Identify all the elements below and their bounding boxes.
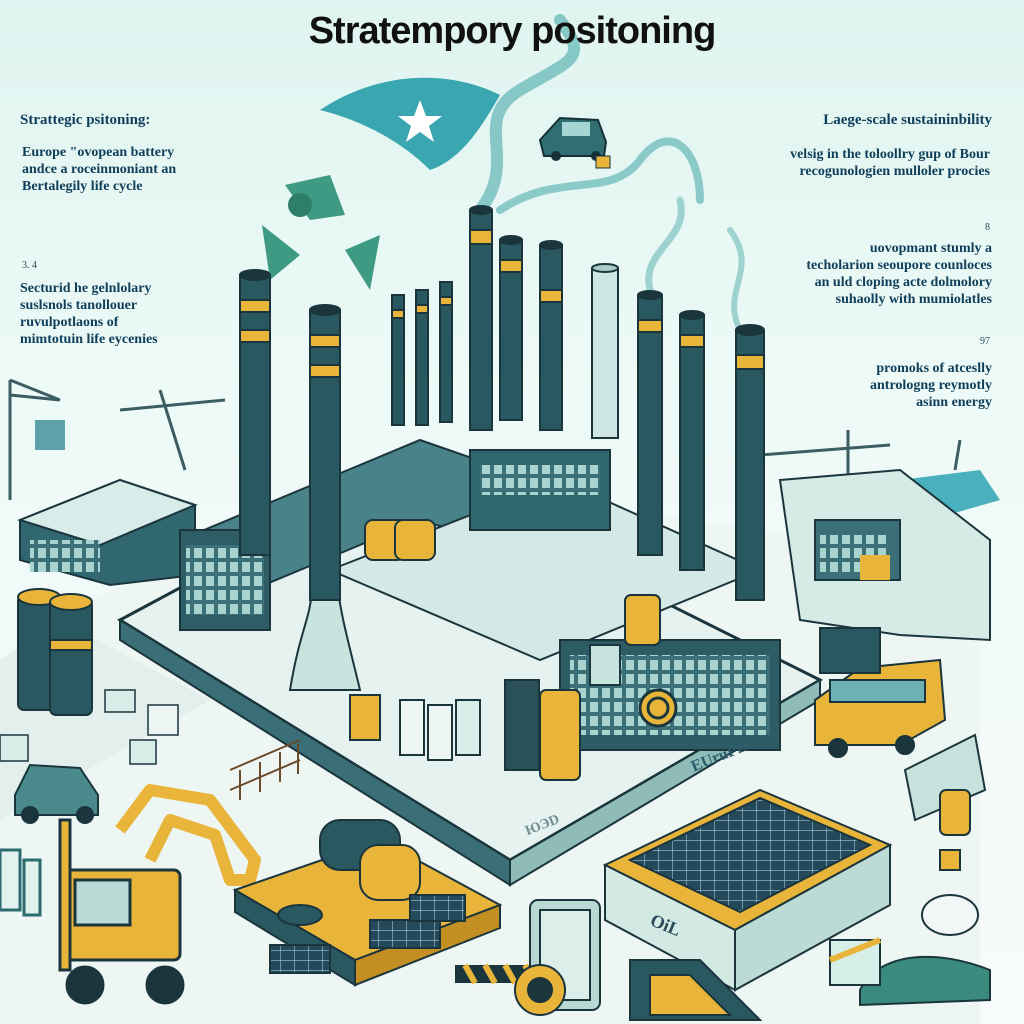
bus-icon	[814, 658, 947, 758]
right-buildings	[778, 468, 991, 642]
right-paragraph-2: uovopmant stumly a techolarion seoupore …	[806, 241, 992, 307]
info-display	[514, 899, 763, 1021]
storage-tanks	[349, 519, 661, 781]
smoke-plumes	[474, 14, 745, 333]
left-number: 3. 4	[22, 260, 37, 271]
right-batteries	[819, 627, 991, 1007]
hazard-stripe	[455, 963, 536, 985]
chimneys	[239, 205, 765, 601]
fence	[229, 739, 301, 800]
battery-icon	[17, 588, 93, 716]
car-icon-left	[14, 763, 99, 824]
left-paragraph-2: Secturid he gelnlolary suslsnols tanollo…	[20, 281, 158, 347]
crane-icon	[8, 378, 226, 500]
left-boxes	[0, 689, 179, 765]
plant-base	[116, 438, 824, 887]
star-icon	[320, 77, 500, 170]
solar-panel-icon	[602, 788, 893, 992]
left-frames	[0, 848, 42, 917]
right-number: 8	[985, 222, 990, 233]
excavator-icon	[58, 784, 261, 1005]
page-title: Stratempory positoning	[308, 10, 717, 52]
right-heading: Laege-scale sustaininbility	[823, 112, 992, 128]
left-building	[17, 478, 198, 587]
right-number-2: 97	[980, 336, 990, 347]
car-icon	[538, 116, 611, 169]
right-paragraph-3: promoks of atceslly antrologng reymotly …	[870, 361, 992, 410]
left-paragraph: Europe "ovopean battery andce a roceinmo…	[22, 145, 177, 194]
right-paragraph: velsig in the toloollry gup of Bour reco…	[790, 147, 990, 179]
recycle-icon	[262, 175, 380, 290]
battery-platform	[232, 819, 503, 987]
left-heading: Strattegic psitoning:	[20, 112, 151, 128]
